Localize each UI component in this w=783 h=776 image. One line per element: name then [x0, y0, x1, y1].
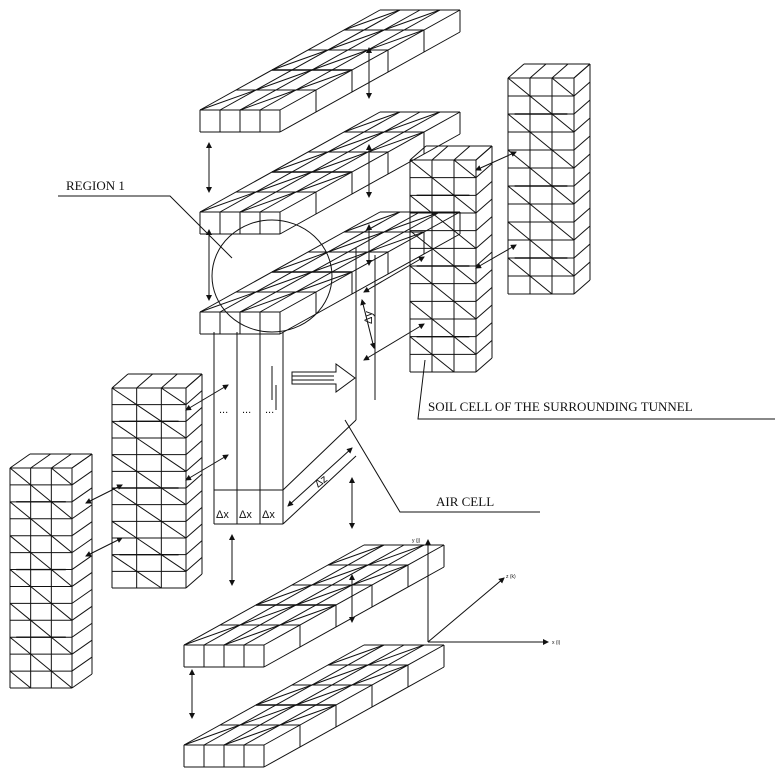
soil-column-right-outer: [508, 64, 590, 294]
axis-z-label: z (k): [506, 574, 516, 580]
soil-column-left-outer: [10, 454, 92, 688]
delta-x-label-1: Δx: [216, 509, 229, 521]
ellipsis-2: ...: [242, 404, 251, 416]
soil-slab-top: [200, 10, 460, 132]
airflow-arrow-icon: [292, 364, 355, 392]
soil-slab-upper-middle: [200, 112, 460, 234]
soil-slab-bottom: [184, 645, 444, 767]
soil-column-right-inner: [410, 146, 492, 372]
air-cell-label: AIR CELL: [436, 494, 494, 509]
soil-column-left-inner: [112, 374, 202, 588]
ellipsis-3: ...: [265, 404, 274, 416]
soil-cell-label: SOIL CELL OF THE SURROUNDING TUNNEL: [428, 399, 693, 414]
axis-y-label: y (j): [412, 538, 421, 544]
axis-x-label: x (i): [552, 640, 561, 646]
soil-slab-lower: [184, 545, 444, 667]
region-1-label: REGION 1: [66, 178, 125, 193]
air-cell-box: [214, 248, 375, 524]
delta-z-label: Δz: [312, 473, 330, 490]
delta-x-label-2: Δx: [239, 509, 252, 521]
delta-x-label-3: Δx: [262, 509, 275, 521]
delta-y-label: Δy: [363, 311, 375, 324]
coordinate-axes: y (j) z (k) x (i): [412, 538, 561, 646]
ellipsis-1: ...: [219, 404, 228, 416]
region-1-leader: [58, 196, 232, 258]
